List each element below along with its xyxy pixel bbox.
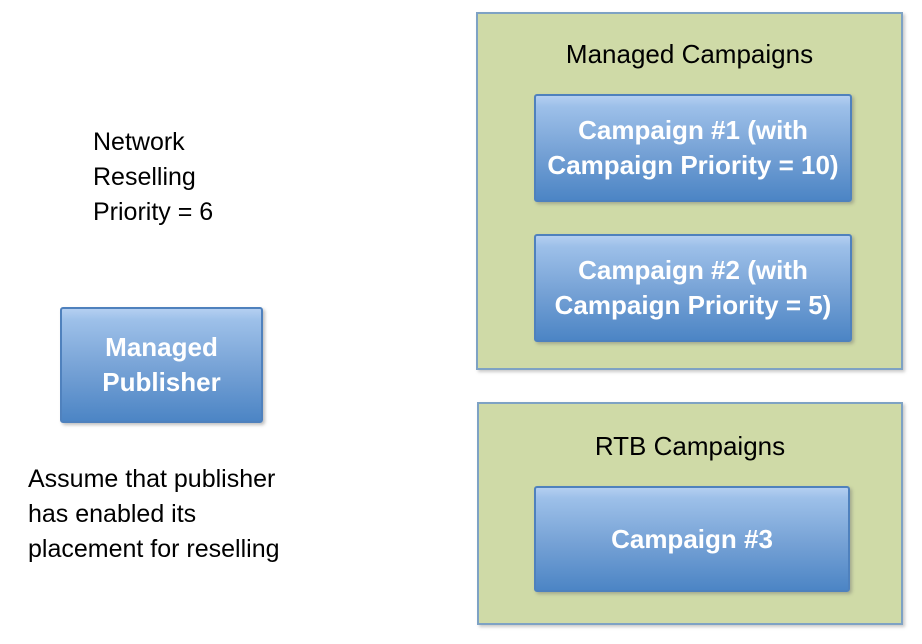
priority-note-line: Priority = 6 <box>93 198 214 226</box>
publisher-box-label-line: Managed <box>105 332 218 362</box>
publisher-assumption-note: Assume that publisher has enabled its pl… <box>28 462 280 567</box>
campaign-1-label-line: Campaign Priority = 10) <box>547 150 839 180</box>
managed-campaigns-group: Managed Campaigns Campaign #1 (with Camp… <box>476 12 903 370</box>
assumption-note-line: placement for reselling <box>28 535 280 563</box>
managed-campaigns-title: Managed Campaigns <box>565 39 814 69</box>
assumption-note-line: Assume that publisher <box>28 465 276 493</box>
campaign-2-label-line: Campaign #2 (with <box>578 255 808 285</box>
managed-publisher-box: Managed Publisher <box>60 307 263 423</box>
priority-note-line: Reselling <box>93 163 196 191</box>
assumption-note-line: has enabled its <box>28 500 197 528</box>
campaign-2-label-line: Campaign Priority = 5) <box>554 290 832 320</box>
priority-note-line: Network <box>93 128 185 156</box>
publisher-box-label-line: Publisher <box>102 367 221 397</box>
rtb-campaigns-group: RTB Campaigns Campaign #3 <box>477 402 903 625</box>
campaign-1-box: Campaign #1 (with Campaign Priority = 10… <box>534 94 852 202</box>
campaign-2-box: Campaign #2 (with Campaign Priority = 5) <box>534 234 852 342</box>
network-reselling-priority-note: Network Reselling Priority = 6 <box>93 125 213 230</box>
campaign-1-label-line: Campaign #1 (with <box>578 115 808 145</box>
campaign-3-box: Campaign #3 <box>534 486 850 592</box>
rtb-campaigns-title: RTB Campaigns <box>594 431 786 461</box>
campaign-3-label-line: Campaign #3 <box>611 523 773 554</box>
